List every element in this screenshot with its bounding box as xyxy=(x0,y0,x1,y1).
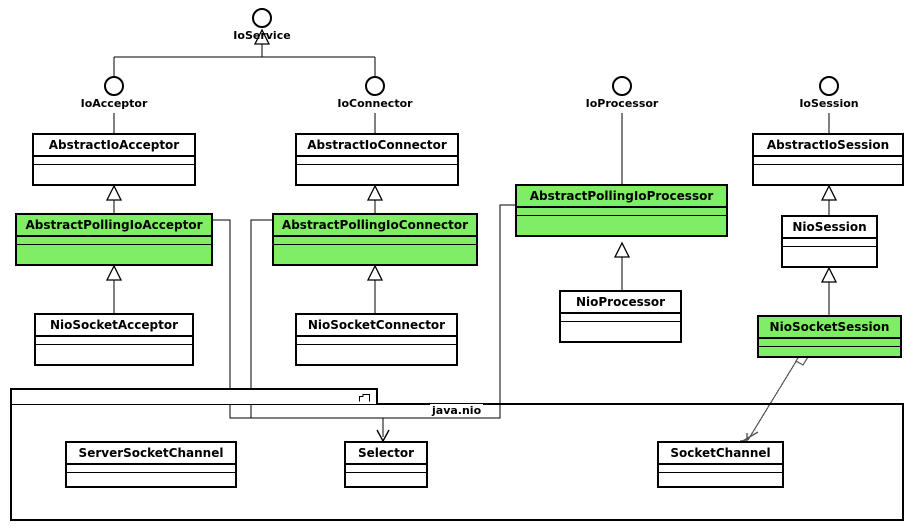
class-name: AbstractIoSession xyxy=(754,135,902,157)
interface-label: IoAcceptor xyxy=(80,97,148,110)
package-tab-icon xyxy=(359,394,370,402)
interface-ioacceptor[interactable]: IoAcceptor xyxy=(74,76,154,110)
class-name: AbstractPollingIoConnector xyxy=(274,215,476,237)
class-operations-compartment xyxy=(659,473,782,482)
class-attributes-compartment xyxy=(561,314,680,322)
class-attributes-compartment xyxy=(297,157,457,165)
interface-ioconnector[interactable]: IoConnector xyxy=(333,76,417,110)
interface-label: IoSession xyxy=(799,97,859,110)
class-name: NioSession xyxy=(783,217,876,239)
interface-iosession[interactable]: IoSession xyxy=(793,76,865,110)
interface-label: IoService xyxy=(233,29,291,42)
class-operations-compartment xyxy=(346,473,426,482)
interface-label: IoProcessor xyxy=(585,97,659,110)
class-name: NioSocketConnector xyxy=(297,315,456,337)
class-attributes-compartment xyxy=(759,339,900,347)
class-abstractioconnector[interactable]: AbstractIoConnector xyxy=(295,133,459,186)
class-serversocketchannel[interactable]: ServerSocketChannel xyxy=(65,441,237,488)
interface-circle-icon xyxy=(365,76,385,96)
interface-circle-icon xyxy=(819,76,839,96)
class-attributes-compartment xyxy=(659,465,782,473)
class-operations-compartment xyxy=(297,165,457,174)
class-operations-compartment xyxy=(17,245,211,254)
class-attributes-compartment xyxy=(34,157,194,165)
class-nioprocessor[interactable]: NioProcessor xyxy=(559,290,682,343)
class-attributes-compartment xyxy=(754,157,902,165)
class-attributes-compartment xyxy=(36,337,192,345)
class-operations-compartment xyxy=(67,473,235,482)
class-name: AbstractIoConnector xyxy=(297,135,457,157)
package-tab xyxy=(10,388,378,404)
package-label: java.nio xyxy=(430,404,484,417)
class-operations-compartment xyxy=(297,345,456,354)
class-name: AbstractPollingIoAcceptor xyxy=(17,215,211,237)
class-name: ServerSocketChannel xyxy=(67,443,235,465)
class-attributes-compartment xyxy=(67,465,235,473)
interface-ioservice[interactable]: IoService xyxy=(232,8,292,42)
class-niosocketconnector[interactable]: NioSocketConnector xyxy=(295,313,458,366)
class-attributes-compartment xyxy=(517,208,726,216)
class-niosocketacceptor[interactable]: NioSocketAcceptor xyxy=(34,313,194,366)
class-attributes-compartment xyxy=(17,237,211,245)
class-operations-compartment xyxy=(561,322,680,331)
class-attributes-compartment xyxy=(783,239,876,247)
class-niosession[interactable]: NioSession xyxy=(781,215,878,268)
class-abstractioacceptor[interactable]: AbstractIoAcceptor xyxy=(32,133,196,186)
class-abstractpollingioconnector[interactable]: AbstractPollingIoConnector xyxy=(272,213,478,266)
class-name: SocketChannel xyxy=(659,443,782,465)
interface-ioprocessor[interactable]: IoProcessor xyxy=(580,76,664,110)
class-name: AbstractIoAcceptor xyxy=(34,135,194,157)
class-operations-compartment xyxy=(759,347,900,356)
class-socketchannel[interactable]: SocketChannel xyxy=(657,441,784,488)
class-abstractiosession[interactable]: AbstractIoSession xyxy=(752,133,904,186)
class-operations-compartment xyxy=(34,165,194,174)
class-niosocketsession[interactable]: NioSocketSession xyxy=(757,315,902,358)
class-attributes-compartment xyxy=(346,465,426,473)
class-name: NioSocketAcceptor xyxy=(36,315,192,337)
class-operations-compartment xyxy=(783,247,876,256)
class-name: Selector xyxy=(346,443,426,465)
interface-circle-icon xyxy=(252,8,272,28)
class-operations-compartment xyxy=(36,345,192,354)
class-name: AbstractPollingIoProcessor xyxy=(517,186,726,208)
interface-label: IoConnector xyxy=(337,97,413,110)
class-operations-compartment xyxy=(517,216,726,225)
class-name: NioSocketSession xyxy=(759,317,900,339)
class-operations-compartment xyxy=(754,165,902,174)
class-selector[interactable]: Selector xyxy=(344,441,428,488)
class-abstractpollingioacceptor[interactable]: AbstractPollingIoAcceptor xyxy=(15,213,213,266)
interface-circle-icon xyxy=(104,76,124,96)
class-attributes-compartment xyxy=(274,237,476,245)
class-abstractpollingioprocessor[interactable]: AbstractPollingIoProcessor xyxy=(515,184,728,237)
class-operations-compartment xyxy=(274,245,476,254)
class-name: NioProcessor xyxy=(561,292,680,314)
class-attributes-compartment xyxy=(297,337,456,345)
interface-circle-icon xyxy=(612,76,632,96)
